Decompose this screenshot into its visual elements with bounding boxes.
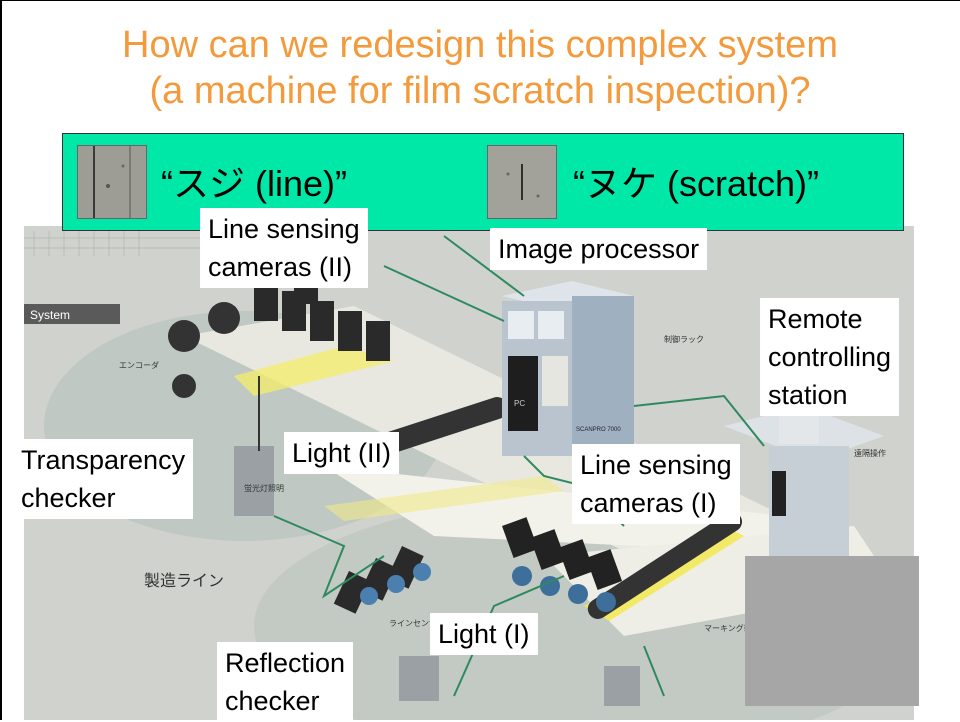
- grid-pattern: [24, 231, 204, 256]
- scratch-defect-label: “ヌケ (scratch)”: [573, 163, 819, 204]
- title-line-2: (a machine for film scratch inspection)?: [149, 70, 811, 112]
- jp-light-source: 蛍光灯照明: [244, 483, 284, 493]
- pc-tag: PC: [514, 399, 525, 408]
- line-defect-thumbnail: [77, 145, 147, 219]
- image-processor-cabinet: PC SCANPRO 7000: [502, 281, 634, 456]
- processor-brand: SCANPRO 7000: [576, 427, 621, 433]
- panel-tag-bg: [24, 304, 120, 324]
- cameras-lower: [502, 517, 623, 590]
- jp-line-sensor: ラインセンサ カメラ: [389, 619, 464, 628]
- label-remote-station: Remote controlling station: [760, 298, 900, 416]
- label-line-cameras-2: Line sensing cameras (II): [200, 208, 368, 288]
- label-reflection-checker: Reflection checker: [217, 642, 354, 722]
- label-light-1: Light (I): [430, 613, 538, 655]
- defect-banner: “スジ (line)” “ヌケ (scratch)”: [62, 133, 904, 231]
- jp-encoder: エンコーダ: [119, 360, 159, 370]
- jp-remote-op: 遠隔操作: [854, 448, 886, 458]
- label-image-processor: Image processor: [490, 228, 708, 270]
- camera-lenses-lower: [512, 566, 616, 612]
- scratch-defect-thumbnail: [487, 145, 557, 219]
- label-transparency-checker: Transparency checker: [13, 439, 194, 519]
- light-strip-upper: [234, 346, 394, 396]
- cables: [273, 235, 765, 697]
- scratch-defect-image: [488, 146, 556, 218]
- camera-lenses-reflection: [360, 563, 431, 605]
- remote-station: [724, 406, 884, 556]
- label-light-2: Light (II): [284, 432, 400, 474]
- line-defect-label: “スジ (line)”: [161, 163, 347, 204]
- light-strip-mid: [324, 476, 564, 521]
- reflection-checker-box: [399, 656, 439, 701]
- slide-top-border: [0, 0, 960, 1]
- transparency-checker-box: [234, 446, 274, 516]
- marking-box: [604, 666, 640, 706]
- slide-left-border: [0, 0, 2, 720]
- jp-production-line: 製造ライン: [144, 571, 224, 590]
- slide-title: How can we redesign this complex system …: [0, 22, 960, 114]
- gray-placeholder-box: [745, 556, 919, 706]
- jp-control-rack: 制御ラック: [664, 334, 704, 344]
- label-line-cameras-1: Line sensing cameras (I): [572, 444, 740, 524]
- line-defect-image: [78, 146, 146, 218]
- title-line-1: How can we redesign this complex system: [122, 24, 838, 66]
- panel-tag: System: [30, 308, 70, 322]
